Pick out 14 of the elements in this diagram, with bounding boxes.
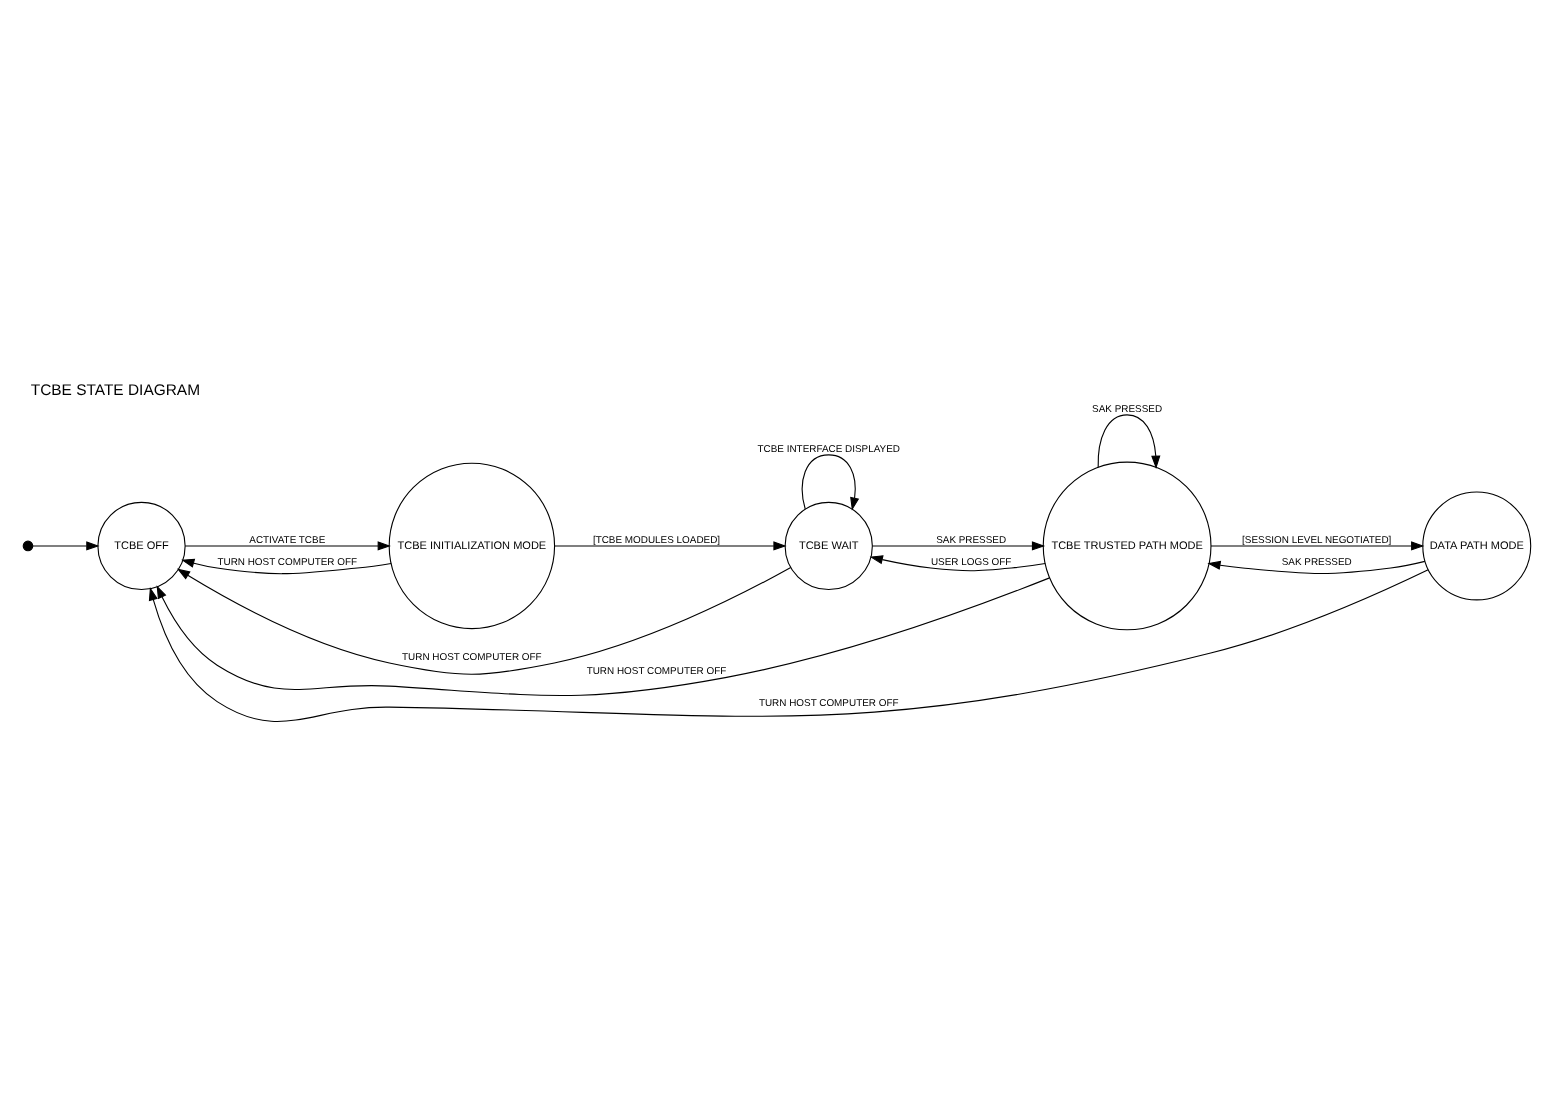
arrow xyxy=(801,454,860,511)
arrow xyxy=(156,577,1051,696)
arrow xyxy=(32,541,100,551)
arrow xyxy=(148,569,1429,722)
arrow xyxy=(181,558,392,575)
arrow xyxy=(872,541,1046,551)
arrow xyxy=(1207,560,1426,575)
node-dot xyxy=(22,540,34,552)
arrow xyxy=(869,555,1046,572)
arrow xyxy=(1097,414,1161,469)
arrow xyxy=(184,541,391,551)
arrow xyxy=(176,566,792,675)
arrow xyxy=(1210,541,1425,551)
arrow xyxy=(554,541,787,551)
